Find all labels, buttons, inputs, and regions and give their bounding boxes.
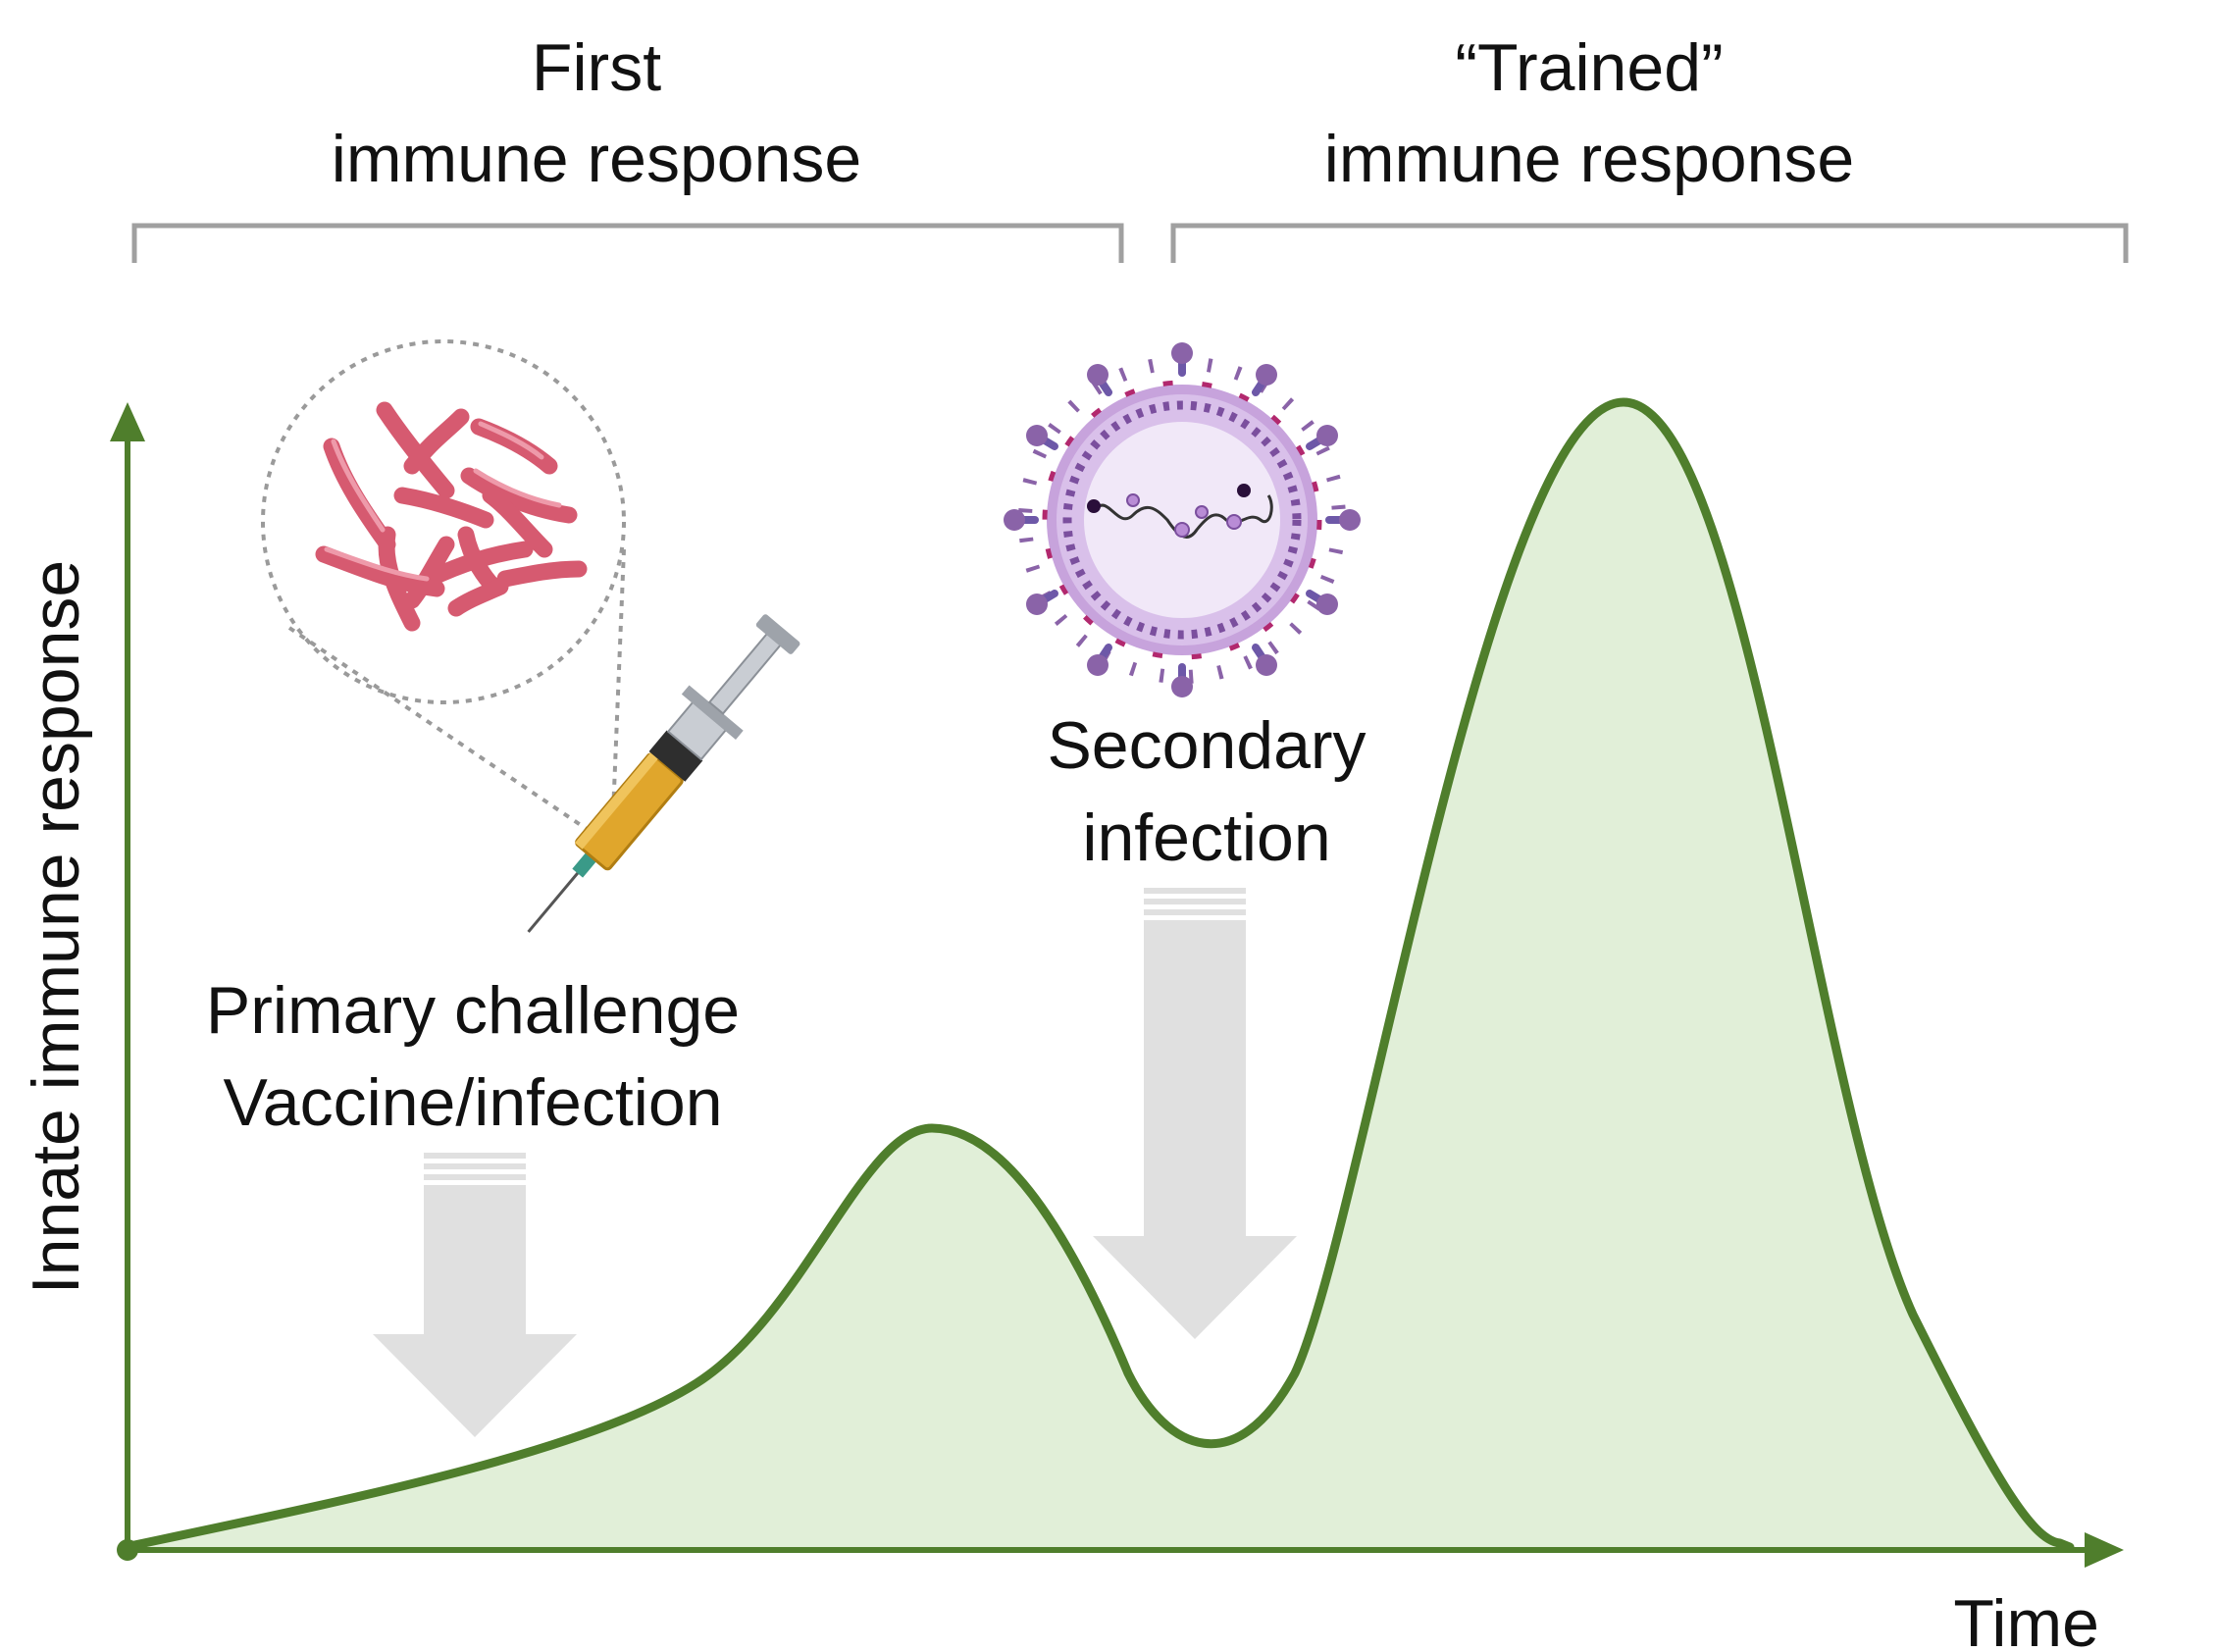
first-header-line1: First bbox=[532, 30, 661, 105]
virus-icon bbox=[1004, 342, 1361, 697]
trained-header-line2: immune response bbox=[1324, 122, 1854, 196]
y-axis bbox=[110, 402, 145, 1550]
y-axis-label: Innate immune response bbox=[19, 560, 93, 1294]
immune-response-curve bbox=[121, 397, 2075, 1552]
bacteria-icon bbox=[261, 339, 626, 846]
first-response-bracket bbox=[131, 223, 1124, 263]
x-axis-label: Time bbox=[1953, 1586, 2099, 1652]
secondary-arrow bbox=[1093, 888, 1297, 1339]
primary-challenge-label: Primary challenge bbox=[206, 973, 740, 1048]
syringe-icon bbox=[527, 614, 800, 933]
first-header-line2: immune response bbox=[332, 122, 861, 196]
response-curve-fill bbox=[126, 402, 2070, 1547]
x-axis bbox=[117, 1532, 2124, 1568]
vaccine-infection-label: Vaccine/infection bbox=[223, 1065, 722, 1140]
trained-header-line1: “Trained” bbox=[1455, 30, 1723, 105]
primary-arrow bbox=[373, 1153, 577, 1437]
infection-label: infection bbox=[1082, 800, 1330, 875]
trained-response-bracket bbox=[1170, 223, 2129, 263]
secondary-label: Secondary bbox=[1047, 708, 1366, 783]
